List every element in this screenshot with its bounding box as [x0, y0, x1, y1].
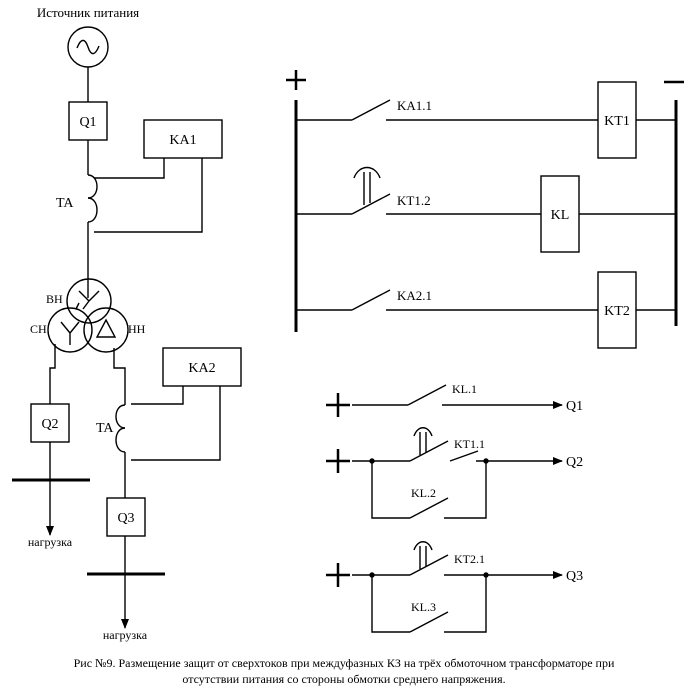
label-vn: ВН	[46, 292, 63, 306]
label-load-sn: нагрузка	[28, 535, 73, 549]
label-q3-out: Q3	[566, 569, 583, 584]
current-transformer-ta-top	[87, 174, 98, 298]
label-ka1: KA1	[169, 133, 196, 148]
label-kt1: KT1	[604, 114, 630, 129]
trip-circuit-q2	[326, 427, 563, 519]
label-ka2-1: KA2.1	[397, 288, 432, 303]
label-ka1-1: KA1.1	[397, 98, 432, 113]
ka2-secondary-wiring	[131, 386, 221, 461]
rung-ka1-kt1	[296, 81, 676, 159]
three-winding-transformer	[47, 278, 129, 353]
trip-circuit-q3	[326, 541, 563, 633]
current-transformer-ta-bottom	[115, 404, 126, 498]
label-q3: Q3	[117, 511, 134, 526]
power-source-symbol	[67, 26, 109, 68]
figure-caption: Рис №9. Размещение защит от сверхтоков п…	[0, 655, 688, 687]
trip-circuit-q1	[326, 384, 563, 417]
relay-ka2-box	[162, 347, 242, 387]
caption-line-2: отсутствии питания со стороны обмотки ср…	[182, 672, 506, 686]
label-ta-top: TA	[56, 196, 74, 211]
label-kl: KL	[551, 208, 570, 223]
label-q2-out: Q2	[566, 455, 583, 470]
label-kt1-2: KT1.2	[397, 193, 431, 208]
label-kl-3: KL.3	[411, 600, 436, 614]
caption-line-1: Рис №9. Размещение защит от сверхтоков п…	[73, 656, 615, 670]
label-ka2: KA2	[188, 361, 215, 376]
label-kt2: KT2	[604, 304, 630, 319]
label-ta-bottom: TA	[96, 421, 114, 436]
label-kt2-1: KT2.1	[454, 552, 485, 566]
rung-ka2-kt2	[296, 271, 676, 349]
label-sn: СН	[30, 322, 47, 336]
breaker-q3	[106, 497, 146, 537]
rung-kt1-kl	[296, 166, 676, 253]
label-source: Источник питания	[37, 5, 139, 20]
label-load-nn: нагрузка	[103, 628, 148, 642]
label-nn: НН	[128, 322, 146, 336]
label-q1: Q1	[79, 115, 96, 130]
relay-ka1-box	[143, 119, 223, 159]
label-kt1-1: KT1.1	[454, 437, 485, 451]
label-kl-1: KL.1	[452, 382, 477, 396]
sn-branch-line	[49, 344, 56, 404]
label-kl-2: KL.2	[411, 486, 436, 500]
nn-branch-line	[113, 348, 126, 405]
label-q1-out: Q1	[566, 399, 583, 414]
ka1-secondary-wiring	[94, 158, 203, 233]
label-q2: Q2	[41, 417, 58, 432]
